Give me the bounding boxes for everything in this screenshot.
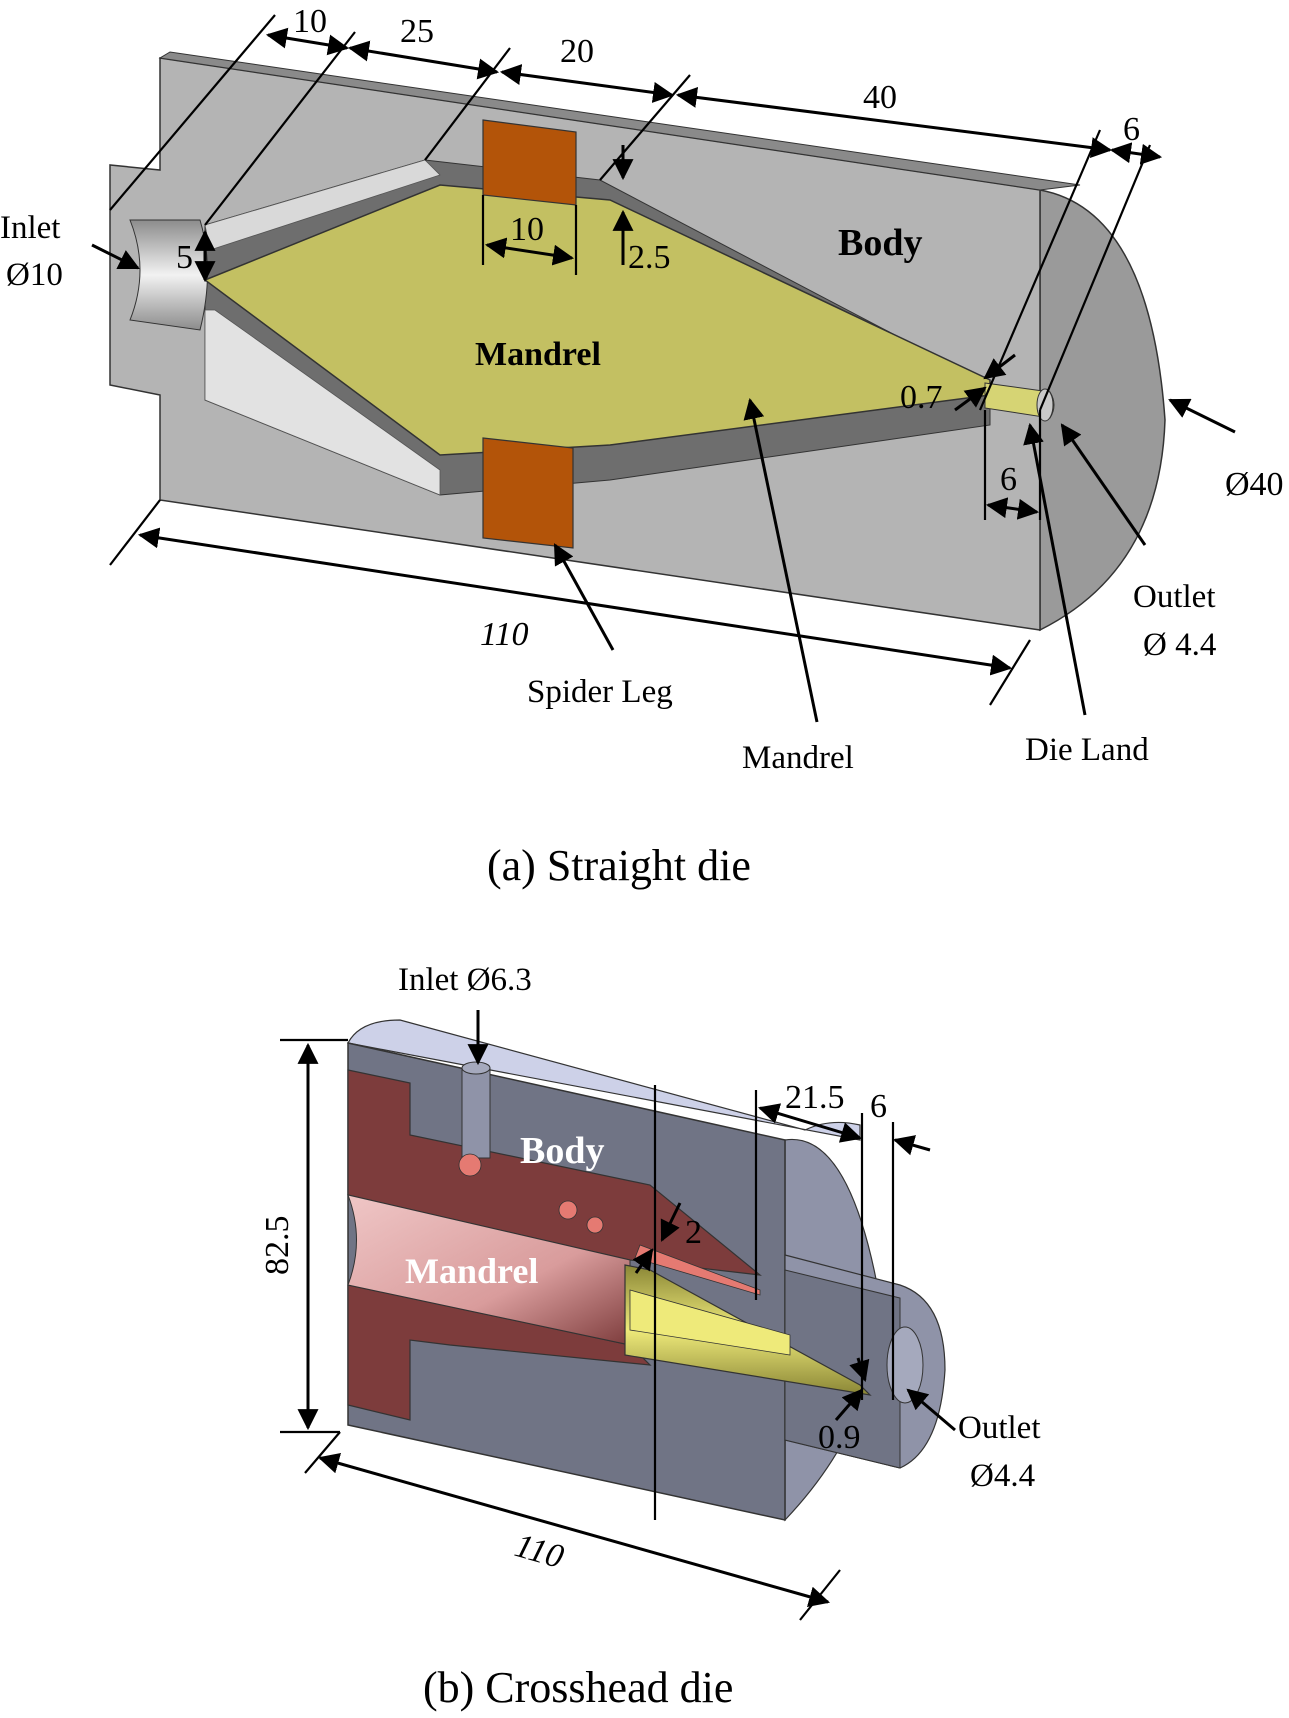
callout-mandrel-a: Mandrel [742,740,854,776]
dim-total-length-b: 110 [511,1527,568,1576]
dim-converge-1: 25 [400,13,434,50]
callout-die-land: Die Land [1025,732,1149,768]
dim-gap-09: 0.9 [818,1419,861,1456]
callout-outlet-a-diameter: Ø 4.4 [1143,627,1216,663]
spider-leg-bottom [482,437,574,549]
outlet-hole-b [886,1326,924,1404]
caption-crosshead-die: (b) Crosshead die [423,1663,733,1712]
label-mandrel-b: Mandrel [405,1251,538,1291]
callout-inlet-b: Inlet Ø6.3 [398,962,532,998]
inlet-port [461,1067,491,1159]
dim-converge-2: 40 [863,79,897,116]
mandrel-tip-inner [629,1289,791,1356]
dim-die-land-bottom: 6 [1000,461,1017,498]
callout-spider-leg: Spider Leg [527,674,673,710]
dim-die-land-b: 6 [870,1088,887,1125]
channel-wall-lower [204,309,441,496]
dim-gap: 2.5 [628,239,671,276]
callout-inlet-a: Inlet [0,210,60,246]
dim-inlet-height: 5 [176,239,193,276]
callout-outlet-a: Outlet [1133,579,1215,615]
dim-total-length-a: 110 [480,616,528,653]
inlet-port-top [461,1061,491,1075]
melt-pocket [458,1153,482,1177]
melt-pocket [558,1200,578,1220]
callout-inlet-a-diameter: Ø10 [6,257,63,293]
dim-tip-length: 21.5 [785,1079,845,1116]
dim-die-land-top: 6 [1123,111,1140,148]
dim-outer-diameter: Ø40 [1225,466,1284,503]
dim-inlet-land: 10 [293,3,327,40]
straight-die-drawing [91,14,1236,723]
crosshead-die-drawing [280,1010,956,1621]
spider-leg-top [482,119,577,206]
label-body-a: Body [838,222,922,264]
dim-height-b: 82.5 [259,1216,296,1276]
body-end-cap [1039,189,1166,632]
label-body-b: Body [520,1130,604,1172]
dim-spider-section: 20 [560,33,594,70]
dim-gap-2: 2 [685,1214,702,1251]
callout-outlet-b: Outlet [958,1410,1040,1446]
inlet-bore [129,219,208,331]
callout-outlet-b-diameter: Ø4.4 [970,1458,1035,1494]
caption-straight-die: (a) Straight die [487,841,751,890]
label-mandrel-a: Mandrel [475,336,601,373]
dim-outlet-gap: 0.7 [900,379,943,416]
mandrel-bore [347,1194,631,1346]
dim-spider-width: 10 [510,211,544,248]
melt-pocket [586,1216,604,1234]
